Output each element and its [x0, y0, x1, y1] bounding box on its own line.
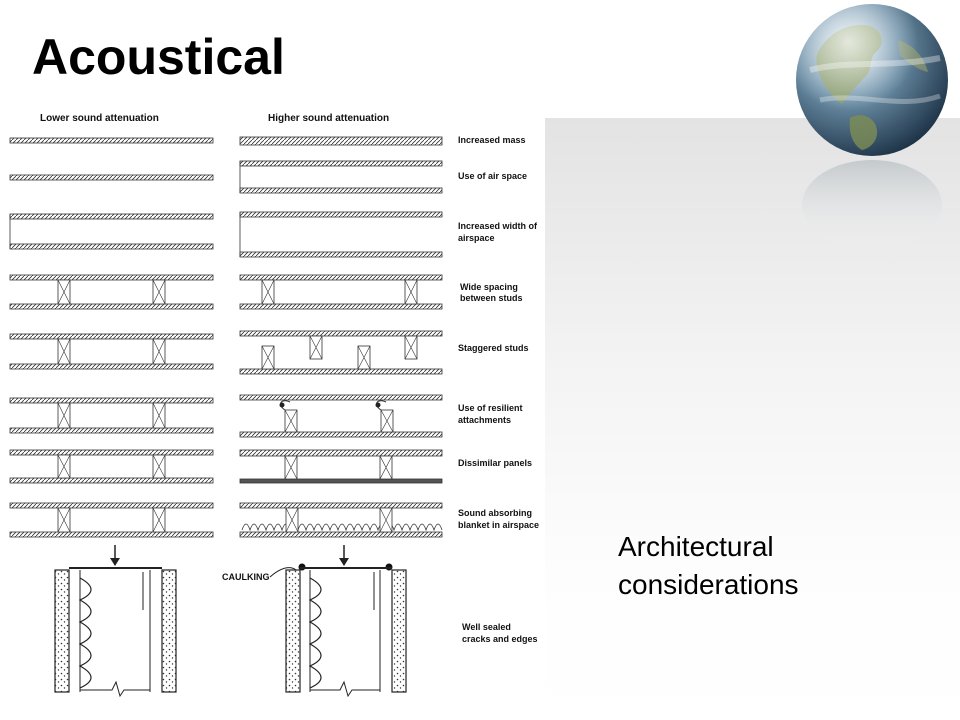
row-label: between studs [460, 293, 523, 303]
row-label: Use of resilient [458, 403, 523, 413]
row-sound-absorbing-blanket: Sound absorbing blanket in airspace [9, 502, 539, 538]
row-label: Dissimilar panels [458, 458, 532, 468]
row-label: Increased width of [458, 221, 538, 231]
subtitle-line: Architectural [618, 531, 774, 562]
row-airspace-width: Increased width of airspace [9, 211, 538, 258]
row-label: cracks and edges [462, 634, 538, 644]
row-label: airspace [458, 233, 495, 243]
column-header-higher: Higher sound attenuation [268, 113, 389, 124]
slide-subtitle: Architectural considerations [618, 528, 799, 604]
earth-globe-icon [796, 4, 948, 250]
row-label: attachments [458, 415, 511, 425]
sound-attenuation-diagram: Lower sound attenuation Higher sound att… [9, 113, 539, 698]
caulking-label: CAULKING [222, 572, 270, 582]
row-dissimilar-panels: Dissimilar panels [9, 449, 532, 484]
row-wide-stud-spacing: Wide spacing between studs [9, 274, 523, 310]
row-air-space: Use of air space [9, 160, 527, 194]
row-resilient-attachments: Use of resilient attachments [9, 394, 523, 438]
row-label: Staggered studs [458, 343, 529, 353]
row-label: Wide spacing [460, 282, 518, 292]
row-label: Well sealed [462, 622, 511, 632]
row-increased-mass: Increased mass [9, 135, 526, 146]
row-well-sealed: CAULKING Well sealed cracks and edges [54, 545, 538, 698]
slide-title: Acoustical [32, 29, 285, 85]
row-label: Use of air space [458, 171, 527, 181]
row-label: blanket in airspace [458, 520, 539, 530]
row-label: Increased mass [458, 135, 526, 145]
row-staggered-studs: Staggered studs [9, 330, 529, 375]
row-label: Sound absorbing [458, 508, 532, 518]
subtitle-line: considerations [618, 569, 799, 600]
column-header-lower: Lower sound attenuation [40, 113, 159, 124]
